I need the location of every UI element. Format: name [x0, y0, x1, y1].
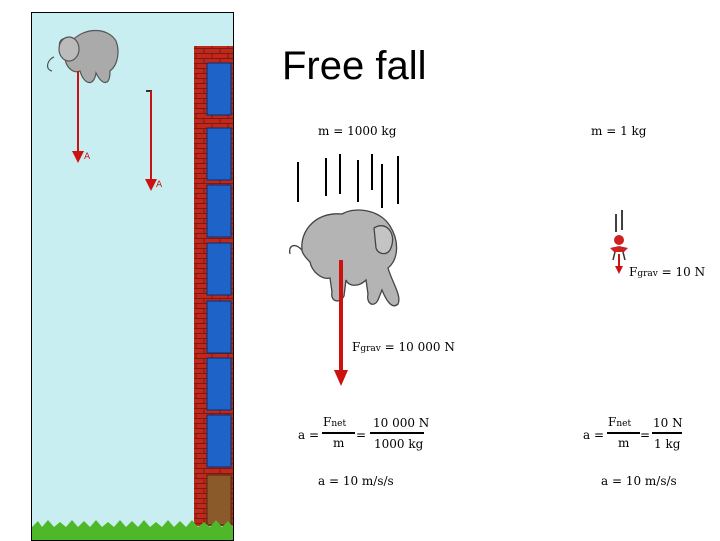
fraction-numerator: 10 000 N: [373, 416, 429, 430]
result-label: a = 10 m/s/s: [601, 474, 677, 488]
motion-lines: [298, 154, 398, 208]
fnet-subscript: net: [331, 419, 346, 429]
window: [207, 243, 231, 295]
force-arrow: [615, 254, 623, 274]
equals-sign: =: [356, 428, 366, 442]
force-label-elephant: Fgrav = 10 000 N: [352, 340, 455, 354]
fraction-numerator: 10 N: [653, 416, 683, 430]
door: [207, 475, 231, 525]
force-value: = 10 N: [662, 265, 705, 279]
force-subscript: grav: [637, 269, 658, 279]
accel-label: a =: [298, 428, 319, 442]
fraction-denominator: 1 kg: [654, 437, 680, 451]
window: [207, 358, 231, 410]
svg-text:A: A: [84, 152, 91, 162]
fraction-numerator: Fnet: [323, 415, 346, 429]
elephant-icon: [290, 210, 399, 306]
window: [207, 415, 231, 467]
scene-graphic: A A: [32, 13, 233, 540]
fraction-bar: [652, 432, 682, 434]
scene-panel: A A: [31, 12, 234, 541]
fraction-bar: [370, 432, 424, 434]
window: [207, 128, 231, 180]
fraction-numerator: Fnet: [608, 415, 631, 429]
mass-label-elephant: m = 1000 kg: [318, 124, 396, 138]
window: [207, 301, 231, 353]
fraction-denominator: m: [618, 436, 629, 450]
force-label-small: Fgrav = 10 N: [629, 265, 705, 279]
force-value: = 10 000 N: [385, 340, 455, 354]
fraction-bar: [322, 432, 355, 434]
accel-label: a =: [583, 428, 604, 442]
slide-title: Free fall: [282, 44, 427, 89]
equals-sign: =: [640, 428, 650, 442]
fall-arrow: A: [145, 91, 163, 191]
fraction-denominator: 1000 kg: [374, 437, 423, 451]
fall-arrow: A: [72, 71, 91, 163]
fraction-denominator: m: [333, 436, 344, 450]
motion-lines: [616, 210, 622, 232]
fnet-subscript: net: [616, 419, 631, 429]
elephant-figure: [282, 150, 432, 390]
result-label: a = 10 m/s/s: [318, 474, 394, 488]
window: [207, 63, 231, 115]
window: [207, 185, 231, 237]
force-subscript: grav: [360, 344, 381, 354]
elephant-small-icon: [48, 31, 118, 83]
fraction-bar: [607, 432, 640, 434]
mass-label-small: m = 1 kg: [591, 124, 646, 138]
grass: [32, 520, 233, 540]
svg-text:A: A: [156, 180, 163, 190]
